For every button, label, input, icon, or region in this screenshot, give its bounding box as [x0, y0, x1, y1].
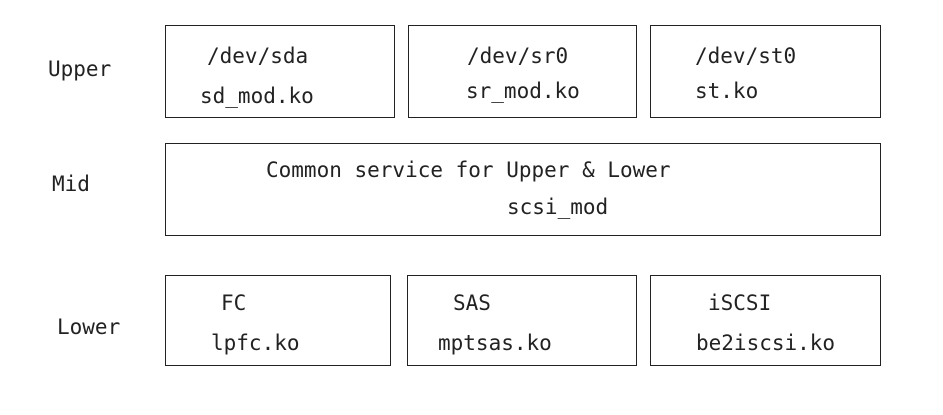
device-name: /dev/sr0 [467, 44, 569, 68]
layer-label-lower: Lower [57, 315, 121, 339]
lower-box-fc: FC lpfc.ko [165, 275, 391, 366]
module-name: scsi_mod [507, 195, 609, 219]
module-name: st.ko [695, 79, 759, 103]
module-name: lpfc.ko [211, 331, 300, 355]
mid-description: Common service for Upper & Lower [266, 158, 671, 182]
layer-label-upper: Upper [48, 57, 112, 81]
module-name: sr_mod.ko [466, 79, 580, 103]
transport-name: SAS [453, 291, 491, 315]
upper-box-sd: /dev/sda sd_mod.ko [165, 25, 395, 118]
transport-name: iSCSI [708, 291, 772, 315]
transport-name: FC [221, 291, 247, 315]
upper-box-sr: /dev/sr0 sr_mod.ko [408, 25, 637, 118]
lower-box-iscsi: iSCSI be2iscsi.ko [650, 275, 881, 366]
module-name: mptsas.ko [438, 331, 552, 355]
layer-label-mid: Mid [52, 172, 90, 196]
device-name: /dev/sda [207, 44, 309, 68]
module-name: sd_mod.ko [200, 84, 314, 108]
mid-box-scsi-mod: Common service for Upper & Lower scsi_mo… [165, 143, 881, 236]
device-name: /dev/st0 [695, 44, 797, 68]
module-name: be2iscsi.ko [696, 331, 836, 355]
lower-box-sas: SAS mptsas.ko [407, 275, 637, 366]
upper-box-st: /dev/st0 st.ko [650, 25, 881, 118]
